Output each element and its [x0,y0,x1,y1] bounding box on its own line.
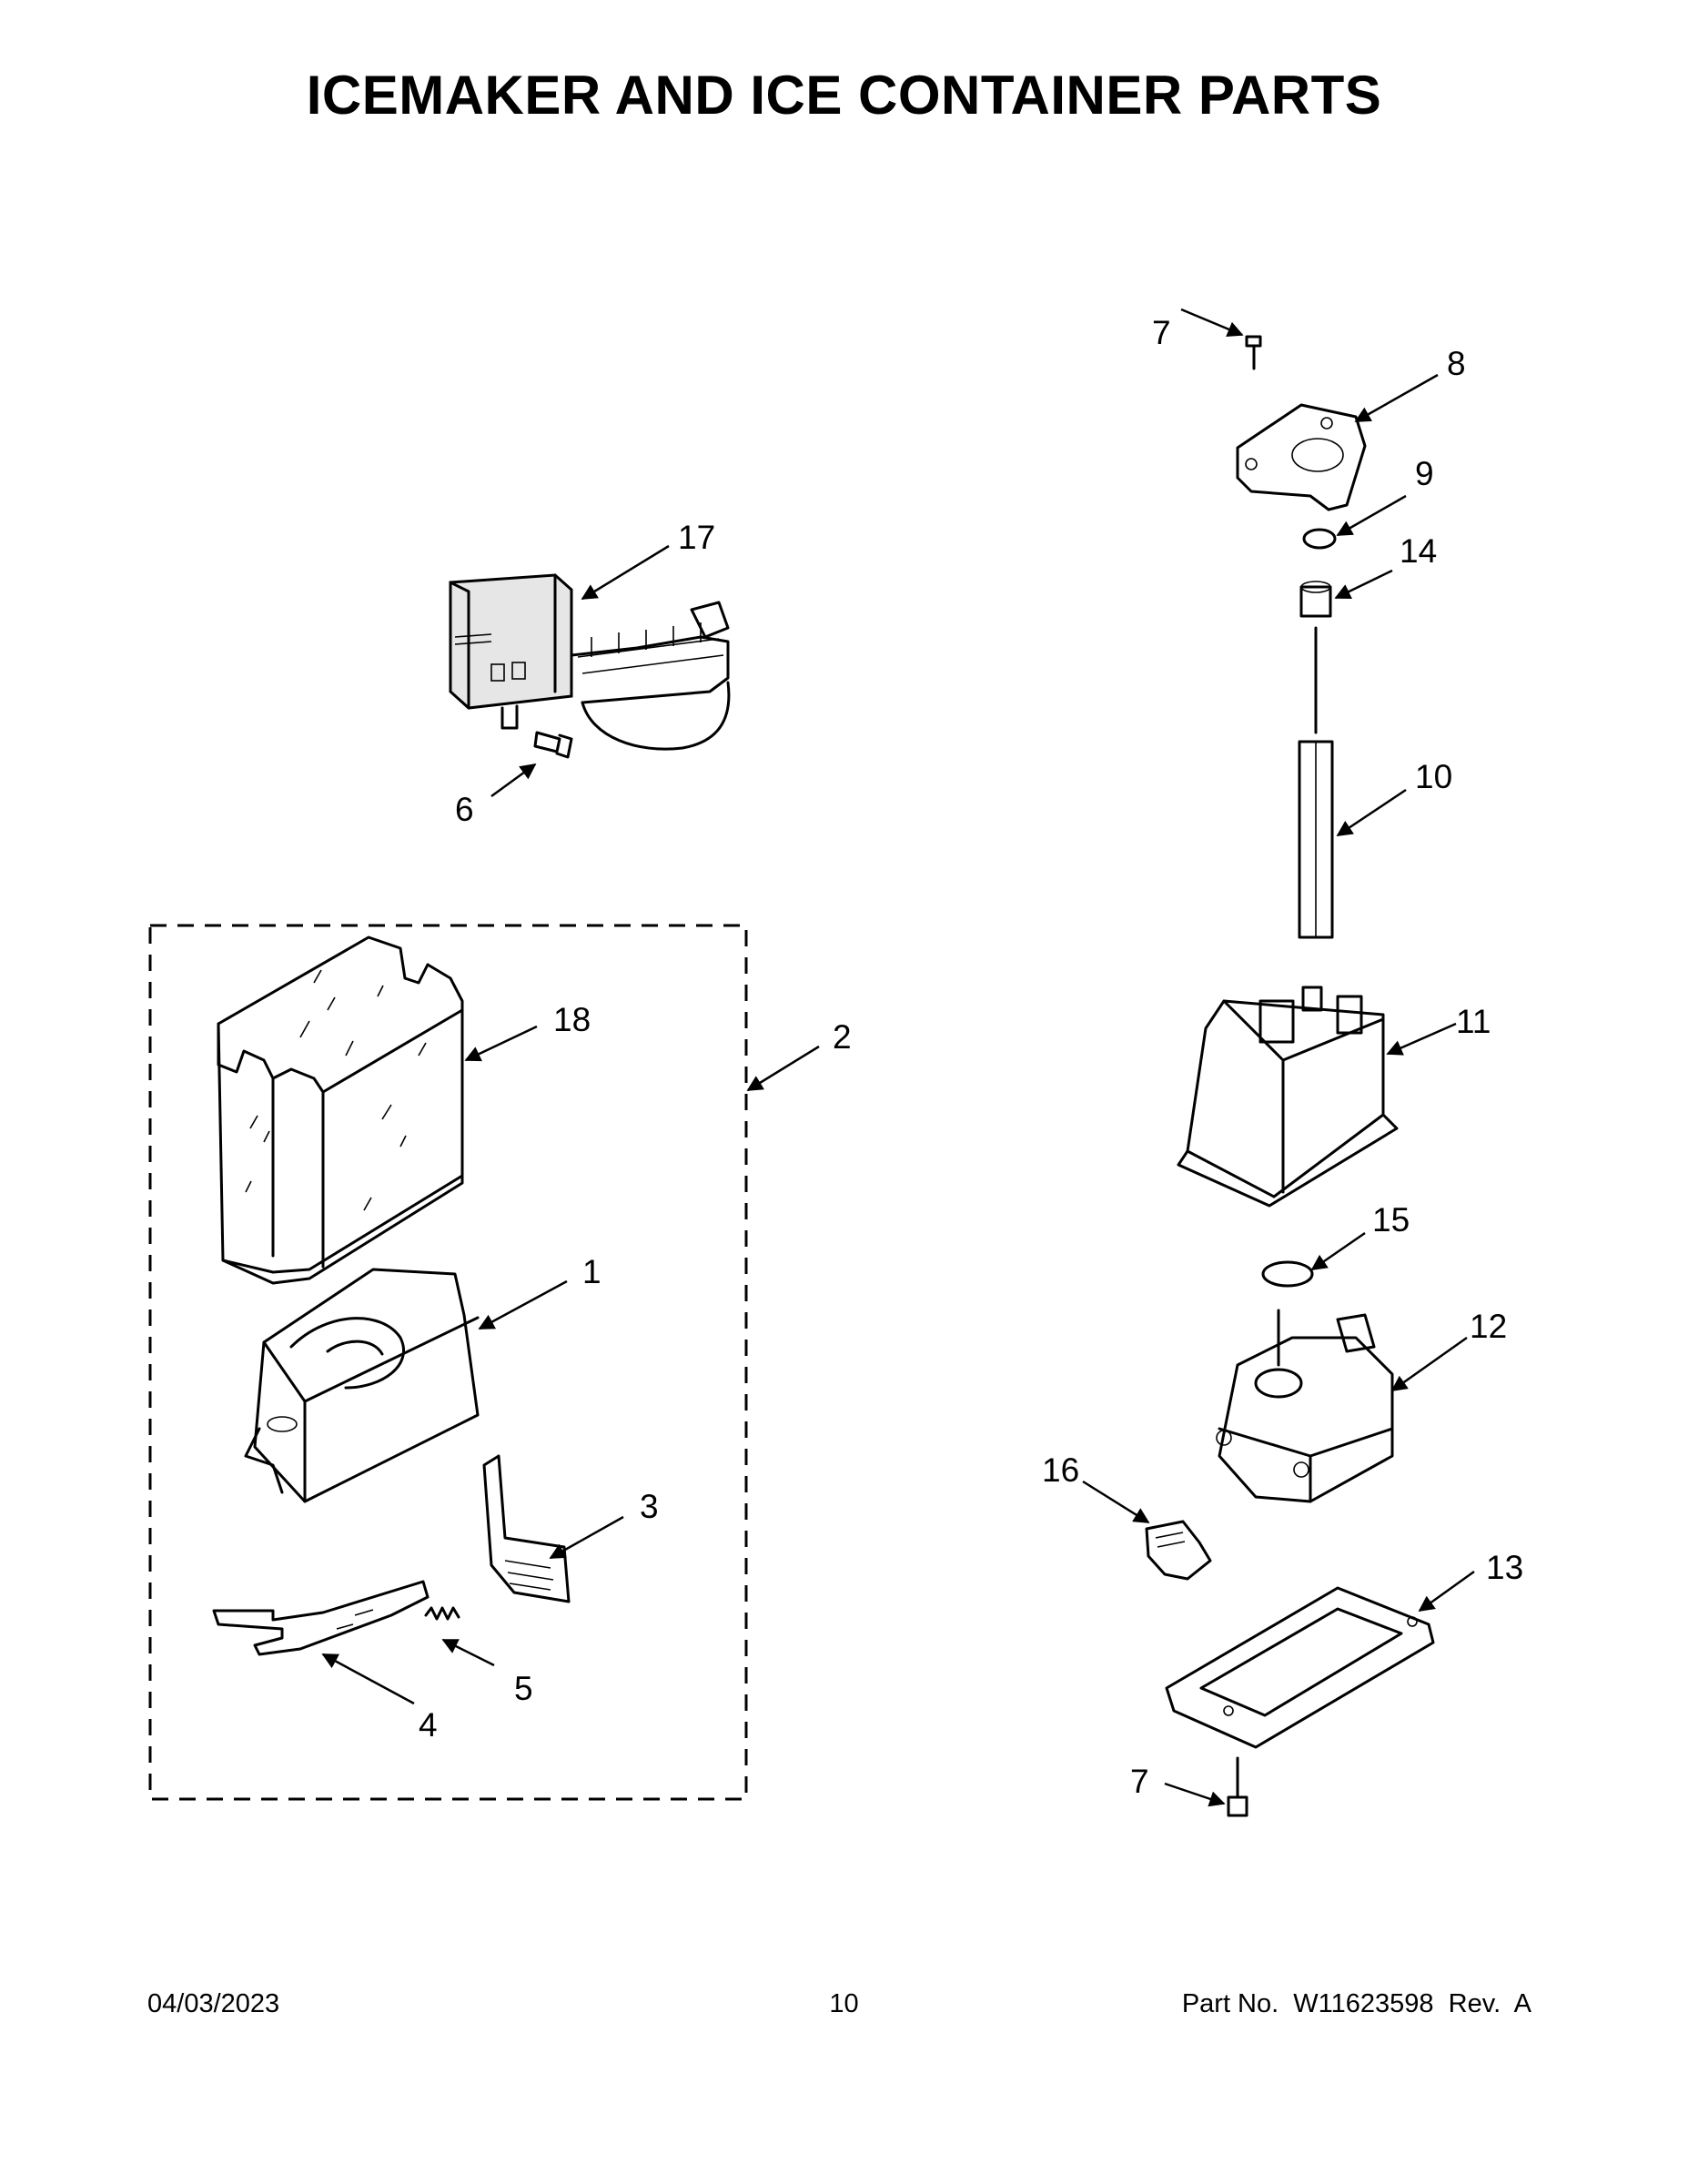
ice-bin [244,1268,480,1503]
callout-3: 3 [640,1488,659,1525]
callout-5: 5 [514,1670,533,1707]
ice-container-kit-boundary [148,924,748,1801]
bearing-plate [1236,403,1367,511]
ice-bin-cover [217,935,464,1285]
screw-7-top [1245,335,1262,370]
page-title: ICEMAKER AND ICE CONTAINER PARTS [306,65,1382,126]
motor-cover [1177,986,1399,1208]
callout-8: 8 [1447,345,1466,382]
callout-9: 9 [1415,455,1434,492]
callout-7-bottom: 7 [1130,1763,1149,1800]
gear-motor [1216,1309,1394,1503]
shaft-10 [1298,626,1334,939]
callout-13: 13 [1486,1549,1523,1586]
gasket-13 [1165,1586,1435,1749]
washer-15 [1261,1260,1314,1288]
callout-16: 16 [1042,1451,1079,1489]
shelf-bracket-4 [212,1580,430,1656]
callout-15: 15 [1372,1201,1410,1239]
callout-4: 4 [419,1706,438,1744]
spring-5 [424,1606,460,1621]
bracket-3 [482,1454,571,1603]
screw-7-bottom [1227,1756,1248,1817]
callout-7-top: 7 [1152,314,1171,351]
callout-2: 2 [833,1018,852,1056]
callout-1: 1 [582,1253,601,1290]
callout-12: 12 [1470,1308,1507,1345]
callout-14: 14 [1400,532,1437,570]
callout-17: 17 [678,519,715,556]
washer-9 [1302,528,1337,550]
callout-11: 11 [1456,1003,1491,1040]
footer-date: 04/03/2023 [147,1989,280,2018]
callout-18: 18 [553,1001,591,1038]
icemaker-assembly [449,573,731,751]
footer-page-number: 10 [829,1989,859,2018]
leader-lines [321,308,1475,1807]
callout-10: 10 [1415,758,1452,795]
switch-16 [1145,1520,1212,1581]
bushing-14 [1299,581,1332,618]
footer-part-number: Part No. W11623598 Rev. A [1181,1989,1531,2018]
screw-6 [533,731,573,759]
callout-6: 6 [455,791,474,828]
